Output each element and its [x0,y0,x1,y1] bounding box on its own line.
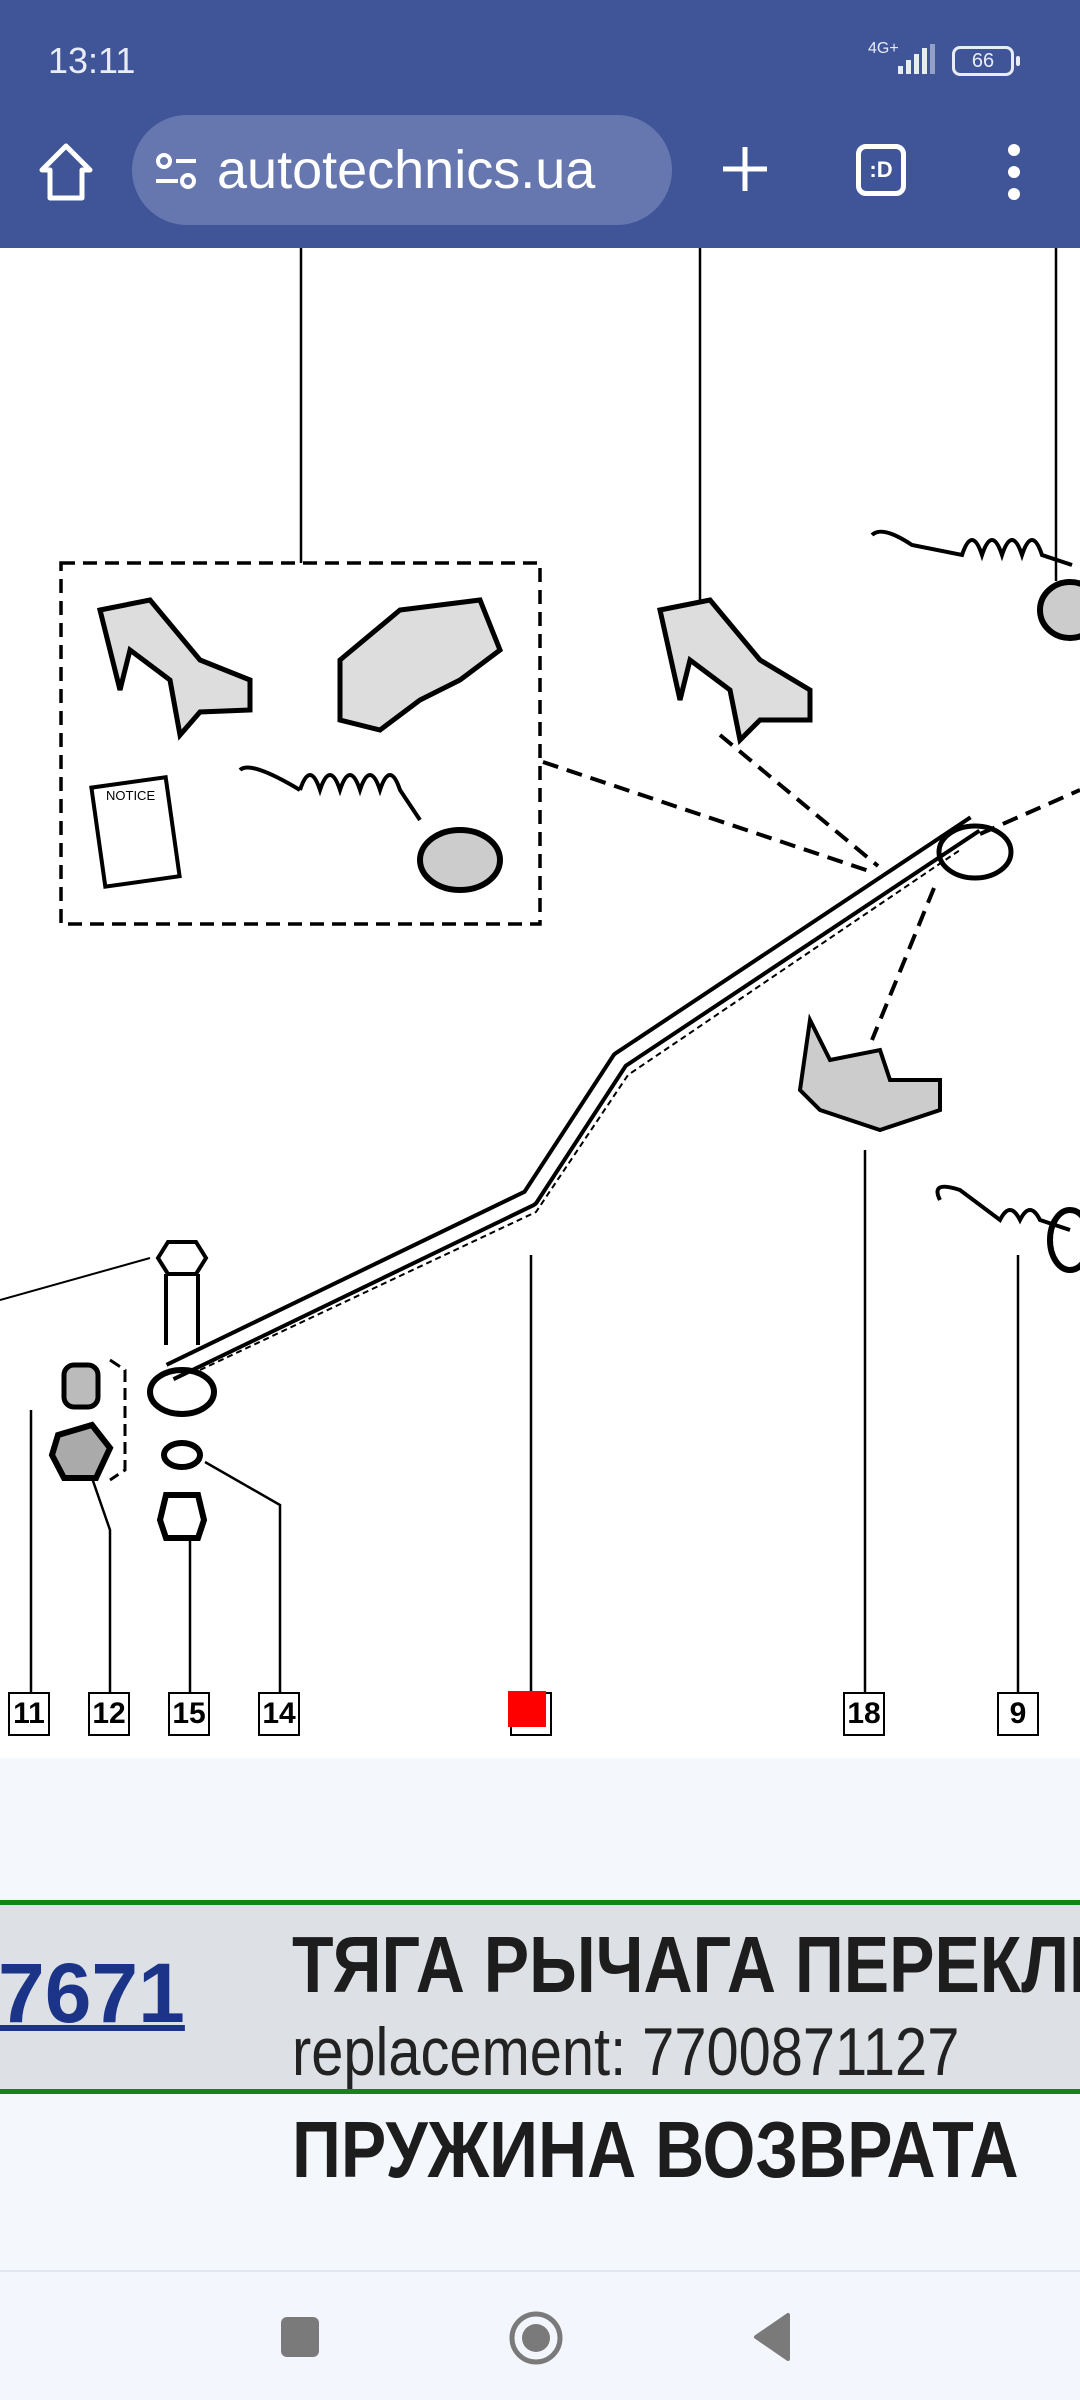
back-button[interactable] [752,2312,792,2362]
more-menu-icon[interactable] [1000,142,1028,202]
part-code-link[interactable]: 7671 [0,1946,185,2040]
callout-11[interactable]: 11 [8,1692,50,1736]
status-bar: 13:11 4G+ 66 [0,0,1080,110]
part-title: ТЯГА РЫЧАГА ПЕРЕКЛЮЧЕНИЯ [292,1920,1080,2009]
tab-switcher-label: :D [869,157,893,182]
callout-18[interactable]: 18 [843,1692,885,1736]
callout-label: 11 [13,1697,45,1730]
callout-9[interactable]: 9 [997,1692,1039,1736]
part-replacement: replacement: 7700871127 [292,2014,960,2090]
home-button[interactable] [508,2310,564,2366]
callout-highlighted[interactable] [508,1691,552,1736]
exploded-view-drawing: NOTICE [0,248,1080,1692]
callout-15[interactable]: 15 [168,1692,210,1736]
callout-14[interactable]: 14 [258,1692,300,1736]
tab-switcher-button[interactable]: :D [856,144,906,196]
address-bar[interactable]: autotechnics.ua [132,115,672,225]
callout-12[interactable]: 12 [88,1692,130,1736]
site-settings-icon[interactable] [154,151,198,191]
signal-icon [898,44,935,74]
parts-diagram: NOTICE 11 12 15 14 18 9 [0,248,1080,1758]
part-row-selected[interactable]: 7671 ТЯГА РЫЧАГА ПЕРЕКЛЮЧЕНИЯ replacemen… [0,1900,1080,2094]
callout-label: 18 [847,1697,881,1730]
highlight-marker [508,1691,546,1727]
next-part-title: ПРУЖИНА ВОЗВРАТА [292,2105,1019,2194]
callout-label: 15 [172,1697,206,1730]
status-time: 13:11 [48,40,136,81]
battery-level: 66 [971,50,995,72]
new-tab-icon[interactable] [720,144,770,194]
network-type: 4G+ [868,40,899,57]
callout-label: 14 [262,1697,296,1730]
system-nav-bar [0,2270,1080,2400]
home-icon[interactable] [38,142,94,202]
url-text: autotechnics.ua [217,140,596,200]
booklet-text: NOTICE [106,788,155,803]
callout-label: 9 [1009,1697,1027,1730]
callout-label: 12 [92,1697,126,1730]
battery-icon: 66 [952,46,1020,76]
recents-button[interactable] [281,2317,319,2357]
browser-toolbar: autotechnics.ua :D [0,110,1080,248]
